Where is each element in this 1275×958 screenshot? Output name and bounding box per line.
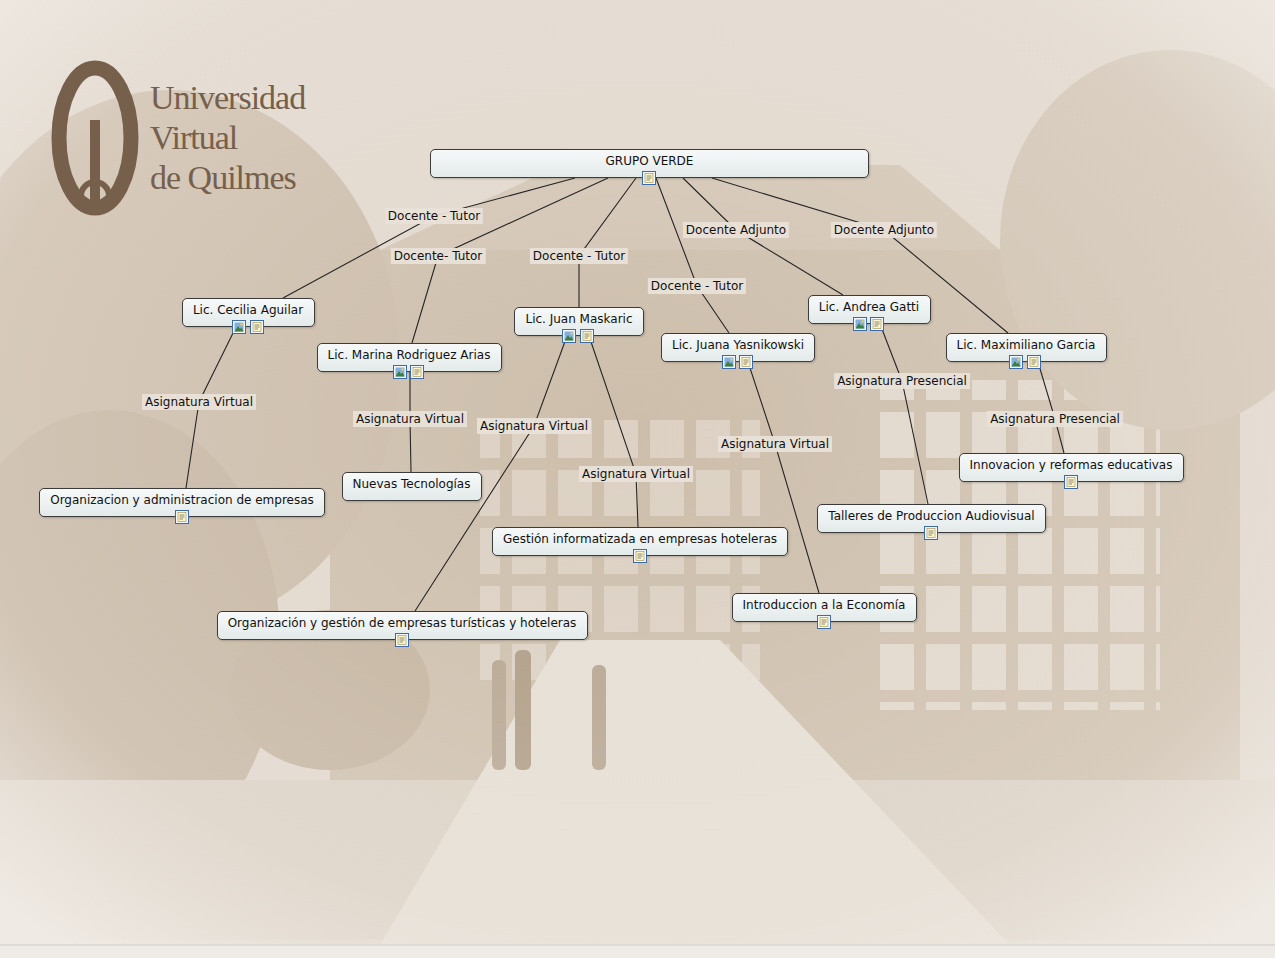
- note-icon: [1028, 356, 1041, 369]
- image-icon: [1010, 356, 1023, 369]
- node-text: Innovacion y reformas educativas: [970, 458, 1173, 472]
- note-icon: [581, 330, 594, 343]
- logo-text: Virtual: [150, 120, 237, 156]
- connector-line: [579, 178, 636, 307]
- image-icon: [563, 330, 576, 343]
- note-icon: [634, 550, 647, 563]
- image-icon: [723, 356, 736, 369]
- concept-box: Organizacion y administracion de empresa…: [39, 488, 325, 517]
- link-label: Docente - Tutor: [385, 208, 483, 224]
- note-icon: [251, 321, 264, 334]
- concept-box: Lic. Juana Yasnikowski: [661, 333, 815, 362]
- note-icon: [396, 634, 409, 647]
- note-icon: [740, 356, 753, 369]
- link-label: Asignatura Presencial: [987, 411, 1123, 427]
- node-text: GRUPO VERDE: [606, 154, 694, 168]
- link-label: Asignatura Virtual: [579, 466, 693, 482]
- logo-loop: [81, 182, 109, 210]
- link-label: Docente Adjunto: [831, 222, 937, 238]
- concept-box: Talleres de Produccion Audiovisual: [817, 504, 1046, 533]
- logo-text: Universidad: [150, 80, 305, 116]
- logo-stem: [90, 120, 100, 208]
- note-icon: [176, 511, 189, 524]
- note-icon: [925, 527, 938, 540]
- node-text: Nuevas Tecnologías: [353, 477, 471, 491]
- note-icon: [643, 172, 656, 185]
- link-label: Docente Adjunto: [683, 222, 789, 238]
- concept-box: Introduccion a la Economía: [732, 593, 917, 622]
- note-icon: [871, 318, 884, 331]
- link-label: Asignatura Virtual: [718, 436, 832, 452]
- link-label: Asignatura Virtual: [353, 411, 467, 427]
- concept-box: Nuevas Tecnologías: [342, 472, 482, 501]
- link-label: Asignatura Virtual: [142, 394, 256, 410]
- node-text: Lic. Marina Rodriguez Arias: [328, 348, 491, 362]
- link-label: Docente - Tutor: [648, 278, 746, 294]
- connector-line: [656, 178, 729, 333]
- node-text: Organizacion y administracion de empresa…: [50, 493, 314, 507]
- node-text: Lic. Juana Yasnikowski: [672, 338, 804, 352]
- concept-box: Innovacion y reformas educativas: [959, 453, 1184, 482]
- node-text: Gestión informatizada en empresas hotele…: [503, 532, 777, 546]
- concept-box: Lic. Marina Rodriguez Arias: [317, 343, 502, 372]
- connector-line: [589, 336, 638, 527]
- logo-ring: [59, 68, 131, 208]
- node-text: Lic. Andrea Gatti: [819, 300, 919, 314]
- concept-box: Lic. Maximiliano Garcia: [946, 333, 1107, 362]
- link-label: Docente - Tutor: [530, 248, 628, 264]
- concept-box: GRUPO VERDE: [430, 149, 869, 178]
- node-text: Talleres de Produccion Audiovisual: [828, 509, 1034, 523]
- concept-box: Lic. Juan Maskaric: [514, 307, 644, 336]
- concept-box: Lic. Cecilia Aguilar: [182, 298, 315, 327]
- connector-line: [748, 362, 819, 593]
- image-icon: [394, 366, 407, 379]
- connector-line: [1038, 362, 1064, 453]
- link-label: Asignatura Virtual: [477, 418, 591, 434]
- image-icon: [854, 318, 867, 331]
- node-text: Lic. Maximiliano Garcia: [957, 338, 1096, 352]
- node-text: Lic. Cecilia Aguilar: [193, 303, 303, 317]
- connector-line: [880, 324, 928, 504]
- bottom-rule: [0, 945, 1275, 946]
- note-icon: [411, 366, 424, 379]
- connector-line: [283, 178, 575, 298]
- connector-line: [712, 178, 1008, 333]
- node-text: Organización y gestión de empresas turís…: [228, 616, 577, 630]
- concept-box: Organización y gestión de empresas turís…: [217, 611, 588, 640]
- note-icon: [1065, 476, 1078, 489]
- bottom-bar: [0, 944, 1275, 958]
- node-text: Lic. Juan Maskaric: [525, 312, 632, 326]
- image-icon: [233, 321, 246, 334]
- logo-text: de Quilmes: [150, 160, 296, 196]
- concept-box: Gestión informatizada en empresas hotele…: [492, 527, 788, 556]
- note-icon: [818, 616, 831, 629]
- link-label: Docente- Tutor: [391, 248, 486, 264]
- concept-box: Lic. Andrea Gatti: [808, 295, 931, 324]
- node-text: Introduccion a la Economía: [743, 598, 906, 612]
- link-label: Asignatura Presencial: [834, 373, 970, 389]
